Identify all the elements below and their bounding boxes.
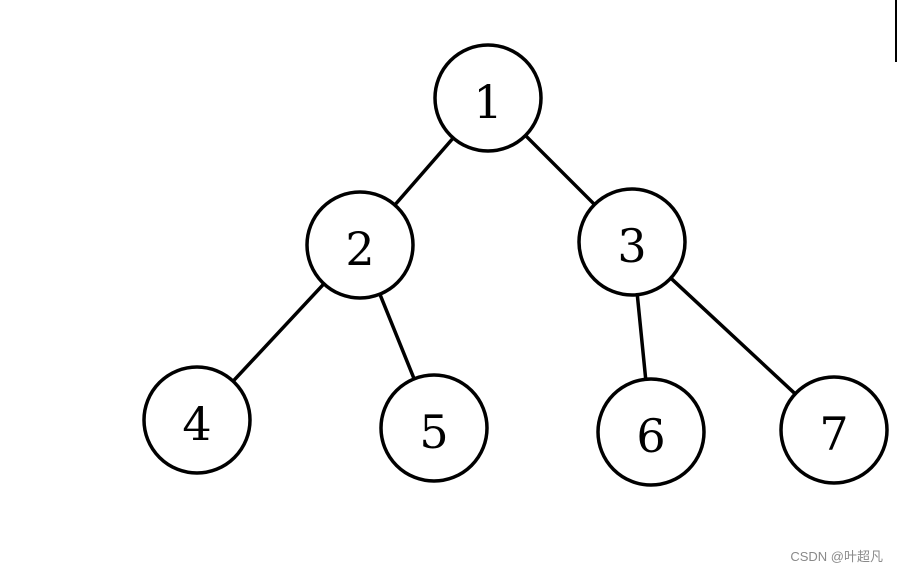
tree-node-4: 4 bbox=[142, 365, 252, 475]
node-circle-6 bbox=[596, 377, 706, 487]
node-circle-2 bbox=[305, 190, 415, 300]
tree-node-6: 6 bbox=[596, 377, 706, 487]
node-label-2: 2 bbox=[345, 222, 374, 276]
node-label-6: 6 bbox=[636, 409, 665, 463]
node-circle-4 bbox=[142, 365, 252, 475]
tree-node-2: 2 bbox=[305, 190, 415, 300]
tree-nodes: 1 2 3 4 5 6 7 bbox=[142, 43, 889, 487]
node-circle-7 bbox=[779, 375, 889, 485]
node-label-5: 5 bbox=[419, 405, 448, 459]
edge-2-5 bbox=[378, 293, 416, 380]
edge-3-6 bbox=[635, 293, 648, 381]
watermark: CSDN @叶超凡 bbox=[790, 549, 883, 564]
edge-1-3 bbox=[524, 134, 596, 206]
edge-1-2 bbox=[393, 136, 455, 207]
edge-2-4 bbox=[232, 282, 325, 383]
tree-node-3: 3 bbox=[577, 187, 687, 297]
node-label-4: 4 bbox=[182, 397, 211, 451]
tree-node-1: 1 bbox=[433, 43, 543, 153]
tree-node-5: 5 bbox=[379, 373, 489, 483]
node-circle-3 bbox=[577, 187, 687, 297]
edge-3-7 bbox=[669, 277, 797, 395]
tree-edges bbox=[232, 134, 797, 395]
node-circle-5 bbox=[379, 373, 489, 483]
node-label-1: 1 bbox=[473, 75, 502, 129]
screen-edge-bar bbox=[895, 0, 897, 62]
tree-node-7: 7 bbox=[779, 375, 889, 485]
node-label-7: 7 bbox=[819, 407, 848, 461]
node-circle-1 bbox=[433, 43, 543, 153]
node-label-3: 3 bbox=[617, 219, 646, 273]
